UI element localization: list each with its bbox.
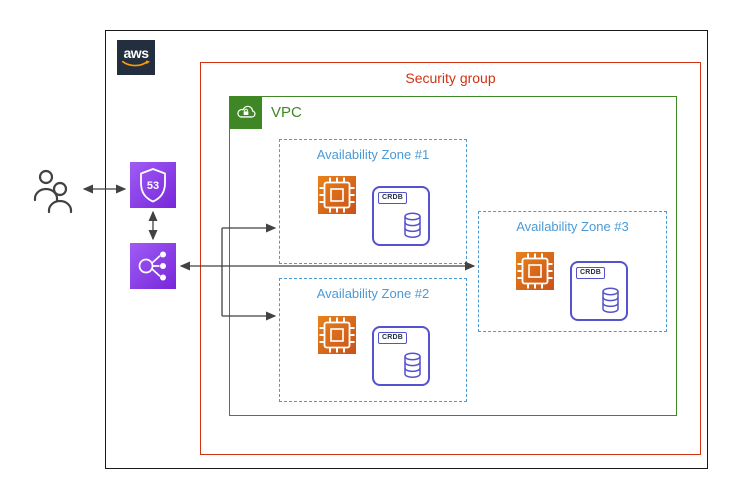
availability-zone-2: Availability Zone #2 — [279, 278, 467, 402]
aws-smile-swoosh-icon — [122, 60, 151, 67]
crdb-node: CRDB — [372, 186, 430, 246]
security-group-boundary: Security group — [200, 62, 701, 455]
aws-cloud-boundary — [105, 30, 708, 469]
database-cylinder-icon — [404, 352, 421, 379]
crdb-node: CRDB — [570, 261, 628, 321]
route53-shield-icon: 53 — [130, 162, 176, 208]
database-cylinder-icon — [404, 212, 421, 239]
crdb-label: CRDB — [378, 192, 408, 204]
vpc-boundary — [229, 96, 677, 416]
route53-label: 53 — [147, 180, 159, 192]
ec2-instance-icon — [318, 316, 356, 354]
aws-logo: aws — [117, 40, 155, 75]
ec2-instance-icon — [318, 176, 356, 214]
database-cylinder-icon — [602, 287, 619, 314]
aws-logo-text: aws — [123, 45, 149, 61]
availability-zone-1-label: Availability Zone #1 — [316, 147, 430, 162]
crdb-node: CRDB — [372, 326, 430, 386]
vpc-cloud-icon — [229, 96, 262, 129]
crdb-label: CRDB — [378, 332, 408, 344]
security-group-label: Security group — [405, 70, 496, 86]
vpc-label: VPC — [271, 104, 302, 121]
availability-zone-3: Availability Zone #3 — [478, 211, 667, 332]
crdb-label: CRDB — [576, 267, 606, 279]
load-balancer-icon — [130, 243, 176, 289]
ec2-instance-icon — [516, 252, 554, 290]
availability-zone-2-label: Availability Zone #2 — [316, 286, 430, 301]
users-icon — [30, 164, 78, 216]
availability-zone-3-label: Availability Zone #3 — [516, 219, 629, 234]
